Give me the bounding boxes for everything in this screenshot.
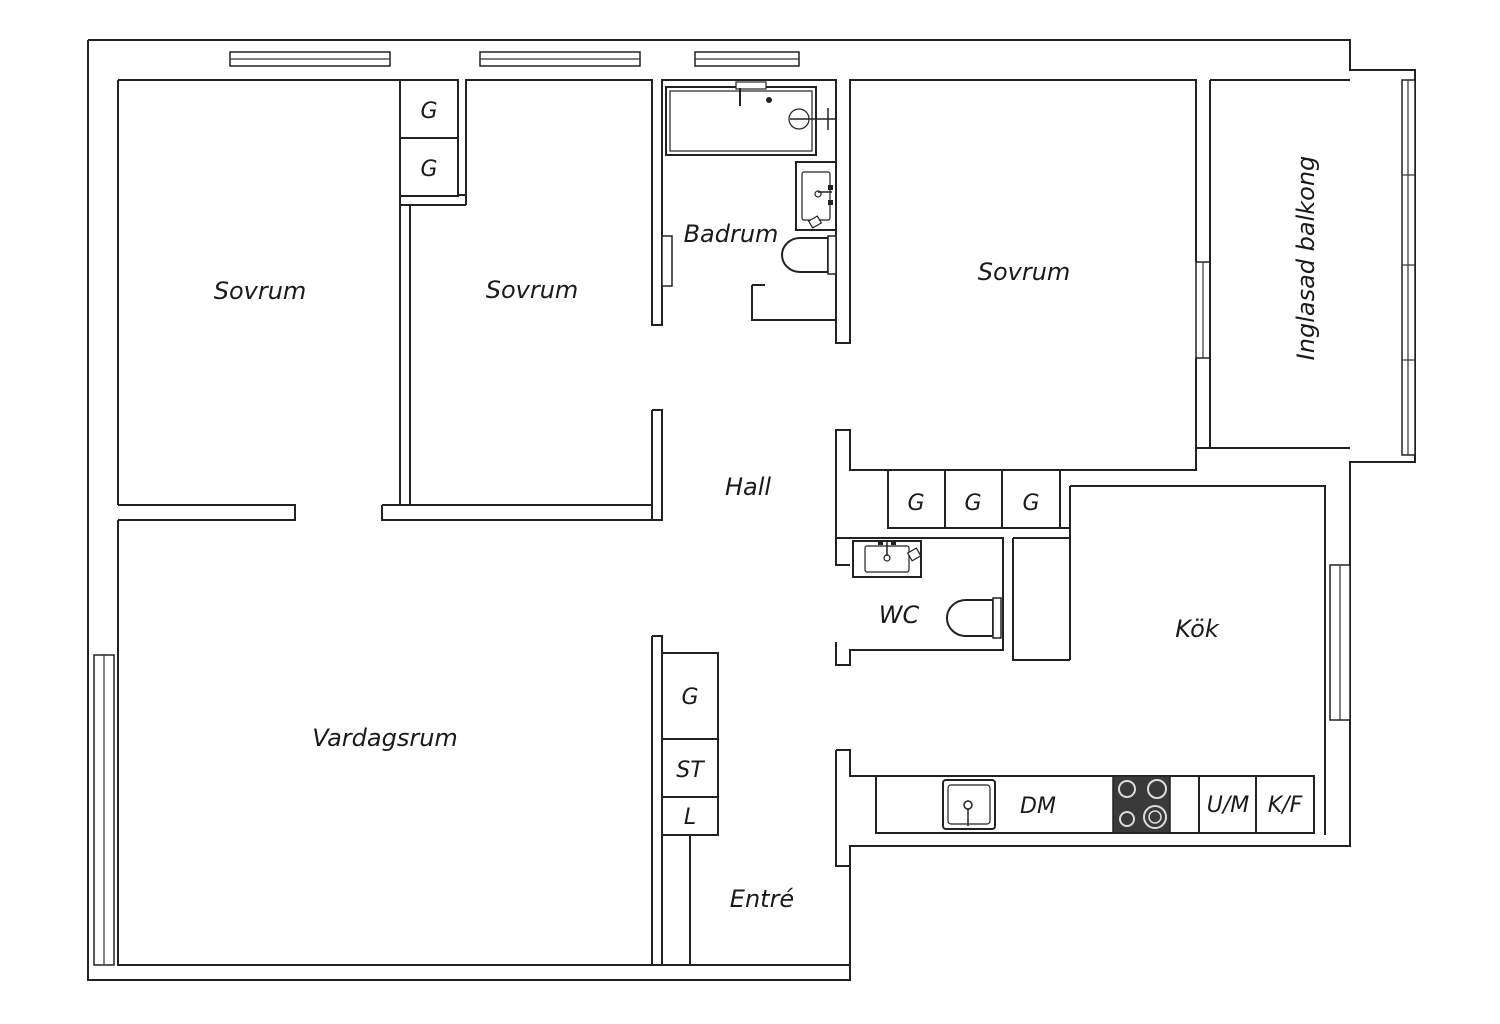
windows bbox=[93, 51, 1416, 966]
room-label-badrum: Badrum bbox=[684, 220, 779, 248]
kitchen-sink bbox=[942, 779, 996, 830]
closet-l bbox=[661, 796, 719, 836]
bathtub bbox=[665, 81, 836, 156]
cabinet-label-g2: G bbox=[420, 157, 437, 182]
cabinet-label-l: L bbox=[684, 805, 696, 830]
closet-g1 bbox=[399, 79, 459, 139]
closet-g4 bbox=[944, 469, 1003, 529]
cabinet-label-g6: G bbox=[681, 685, 698, 710]
wc-sink bbox=[852, 540, 922, 578]
cabinet-label-st: ST bbox=[676, 758, 705, 783]
room-label-entre: Entré bbox=[730, 885, 794, 913]
cabinet-label-g1: G bbox=[420, 99, 437, 124]
wc-toilet bbox=[946, 597, 1002, 639]
appliance-label-kf: K/F bbox=[1268, 793, 1303, 818]
appliance-label-dm: DM bbox=[1020, 794, 1056, 819]
closet-g2 bbox=[399, 137, 459, 197]
cabinets bbox=[399, 79, 1315, 836]
bathroom-radiator bbox=[661, 235, 673, 287]
fixtures bbox=[661, 81, 1171, 834]
bathroom-toilet bbox=[781, 235, 837, 275]
room-label-kok: Kök bbox=[1175, 615, 1220, 643]
room-label-vardagsrum: Vardagsrum bbox=[312, 724, 458, 752]
cabinet-label-g3: G bbox=[907, 491, 924, 516]
stove bbox=[1112, 775, 1171, 834]
exterior-walls bbox=[87, 39, 1416, 981]
room-label-sovrum-2: Sovrum bbox=[486, 276, 579, 304]
cabinet-labels: G G G G G G ST L DM U/M K/F bbox=[420, 99, 1302, 830]
room-label-sovrum-3: Sovrum bbox=[978, 258, 1071, 286]
appliance-label-um: U/M bbox=[1207, 793, 1250, 818]
closet-g5 bbox=[1001, 469, 1061, 529]
room-label-hall: Hall bbox=[725, 473, 771, 501]
closet-st bbox=[661, 738, 719, 798]
cabinet-label-g5: G bbox=[1022, 491, 1039, 516]
bathroom-sink bbox=[795, 161, 837, 231]
closet-g3 bbox=[887, 469, 946, 529]
closet-g6 bbox=[661, 652, 719, 740]
room-labels: Sovrum Sovrum Badrum Sovrum Inglasad bal… bbox=[214, 156, 1320, 913]
room-label-sovrum-1: Sovrum bbox=[214, 277, 307, 305]
cabinet-label-g4: G bbox=[964, 491, 981, 516]
room-label-balkong: Inglasad balkong bbox=[1292, 156, 1320, 361]
room-label-wc: WC bbox=[879, 601, 920, 629]
